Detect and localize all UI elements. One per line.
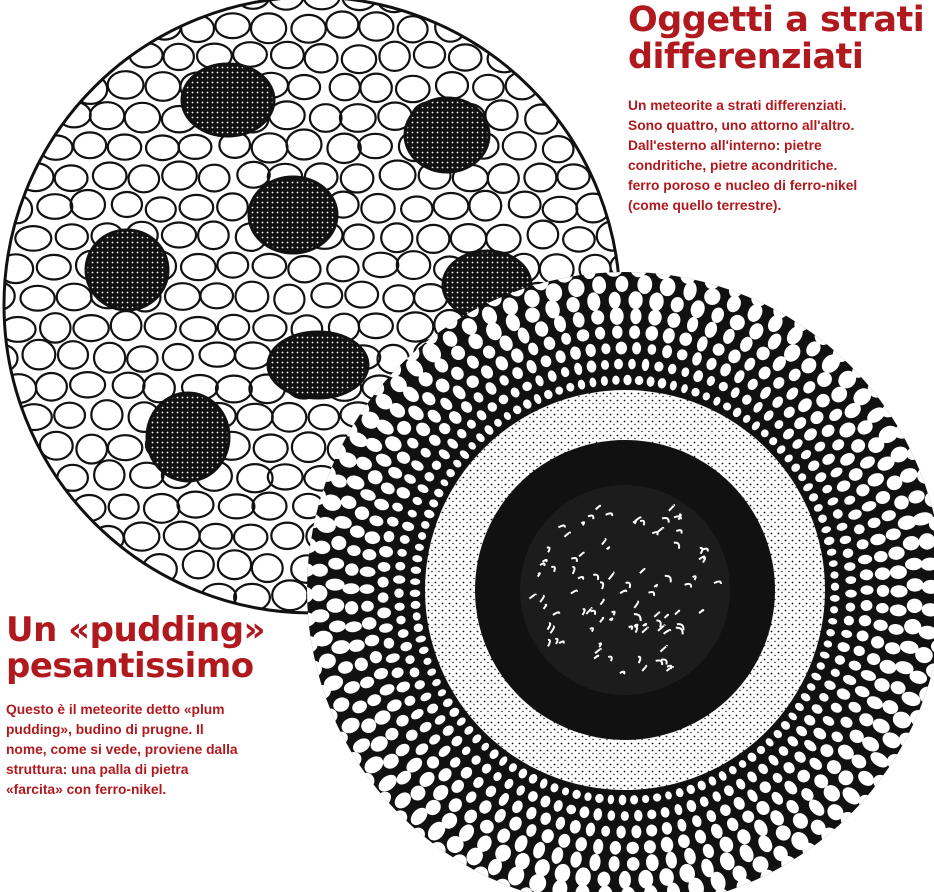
chondrule-cell	[621, 811, 629, 821]
plum-pudding-caption: Un «pudding» pesantissimo Questo è il me…	[6, 612, 306, 800]
text-line: pudding», budino di prugne. Il	[6, 722, 204, 737]
text-line: Sono quattro, uno attorno all'altro.	[628, 118, 854, 133]
chondrule-cell	[861, 585, 874, 594]
title-line-2: pesantissimo	[6, 646, 254, 686]
plum-pudding-description: Questo è il meteorite detto «plum puddin…	[6, 700, 306, 800]
layered-objects-description: Un meteorite a strati differenziati. Son…	[628, 96, 932, 216]
layered-objects-caption: Oggetti a strati differenziati Un meteor…	[628, 2, 932, 216]
text-line: Dall'esterno all'interno: pietre	[628, 138, 822, 153]
text-line: condritiche, pietre acondritiche.	[628, 158, 837, 173]
core-vein	[609, 618, 612, 620]
chondrule-cell	[619, 871, 631, 889]
text-line: Questo è il meteorite detto «plum	[6, 702, 225, 717]
chondrule-cell	[342, 583, 359, 594]
title-line-1: Un «pudding»	[6, 610, 265, 650]
text-line: ferro poroso e nucleo di ferro-nikel	[628, 178, 857, 193]
title-line-1: Oggetti a strati	[628, 0, 924, 40]
title-line-2: differenziati	[628, 37, 863, 77]
plum-pudding-title: Un «pudding» pesantissimo	[6, 612, 306, 684]
chondrule-cell	[360, 584, 375, 594]
chondrule-cell	[890, 585, 907, 597]
text-line: nome, come si vede, proviene dalla	[6, 742, 238, 757]
text-line: Un meteorite a strati differenziati.	[628, 98, 847, 113]
text-line: struttura: una palla di pietra	[6, 762, 188, 777]
chondrule-cell	[877, 585, 889, 597]
text-line: «farcita» con ferro-nikel.	[6, 782, 166, 797]
text-line: (come quello terrestre).	[628, 198, 781, 213]
layered-objects-title: Oggetti a strati differenziati	[628, 2, 932, 76]
